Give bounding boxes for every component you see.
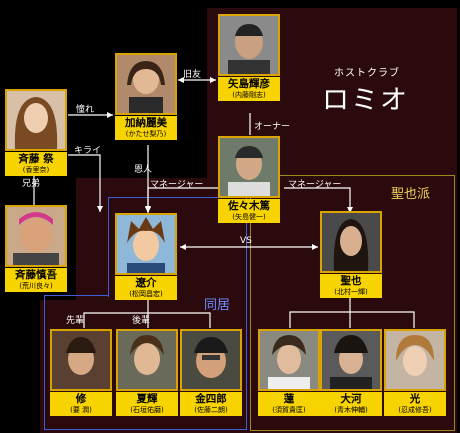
name-natsuki: 夏輝: [136, 393, 158, 405]
actor-shingo: (荒川良々): [19, 281, 53, 290]
label-owner: オーナー: [254, 122, 291, 132]
portrait-yajima: [218, 14, 280, 76]
portrait-kano: [115, 53, 177, 115]
portrait-ren: [258, 329, 320, 391]
label-kohai: 後輩: [132, 316, 151, 326]
person-ryosuke: 遼介(松岡昌宏): [115, 213, 177, 300]
portrait-osamu: [50, 329, 112, 391]
actor-natsuki: (石垣佑磨): [130, 405, 164, 414]
club-name: ロミオ: [322, 85, 409, 116]
portrait-ryosuke: [115, 213, 177, 275]
label-akogare: 憧れ: [76, 105, 95, 115]
person-kinshiro: 金四郎(佐藤二朗): [180, 329, 242, 416]
label-kyuyu: 旧友: [183, 70, 202, 80]
actor-taiga: (青木伸輔): [334, 405, 368, 414]
name-matsuri: 斉藤 祭: [18, 153, 54, 165]
person-kano: 加納麗美(かたせ梨乃): [115, 53, 177, 140]
name-sasaki: 佐々木篤: [228, 200, 270, 212]
actor-hikaru: (忍成修吾): [398, 405, 432, 414]
name-seiya: 聖也: [340, 275, 362, 287]
club-subtitle: ホストクラブ: [334, 68, 400, 79]
person-yajima: 矢島輝彦(内藤剛志): [218, 14, 280, 101]
actor-matsuri: (香里奈): [22, 165, 50, 174]
label-vs: VS: [240, 236, 252, 246]
dokyo-label: 同居: [204, 298, 231, 313]
actor-ren: (須賀貴匡): [272, 405, 306, 414]
portrait-sasaki: [218, 136, 280, 198]
name-ren: 蓮: [283, 393, 295, 405]
label-kirai: キライ: [74, 146, 102, 156]
portrait-hikaru: [384, 329, 446, 391]
name-yajima: 矢島輝彦: [228, 78, 270, 90]
actor-kano: (かたせ梨乃): [125, 129, 167, 138]
actor-seiya: (北村一輝): [334, 287, 368, 296]
person-seiya: 聖也(北村一輝): [320, 211, 382, 298]
name-shingo: 斉藤慎吾: [15, 269, 57, 281]
person-sasaki: 佐々木篤(矢島健一): [218, 136, 280, 223]
name-ryosuke: 遼介: [135, 277, 157, 289]
name-kinshiro: 金四郎: [195, 393, 227, 405]
portrait-shingo: [5, 205, 67, 267]
actor-ryosuke: (松岡昌宏): [129, 289, 163, 298]
portrait-natsuki: [116, 329, 178, 391]
name-kano: 加納麗美: [125, 117, 167, 129]
label-kyodai: 兄弟: [22, 179, 41, 189]
actor-yajima: (内藤剛志): [232, 90, 266, 99]
person-ren: 蓮(須賀貴匡): [258, 329, 320, 416]
name-hikaru: 光: [409, 393, 421, 405]
person-taiga: 大河(青木伸輔): [320, 329, 382, 416]
seiya-faction-label: 聖也派: [391, 187, 431, 202]
name-taiga: 大河: [340, 393, 362, 405]
label-manager-left: マネージャー: [150, 180, 204, 190]
person-natsuki: 夏輝(石垣佑磨): [116, 329, 178, 416]
person-osamu: 修(要 潤): [50, 329, 112, 416]
actor-sasaki: (矢島健一): [232, 212, 266, 221]
portrait-seiya: [320, 211, 382, 273]
portrait-matsuri: [5, 89, 67, 151]
actor-kinshiro: (佐藤二朗): [194, 405, 228, 414]
dokyo-group-top-edge: [44, 295, 109, 296]
label-onjin: 恩人: [134, 165, 153, 175]
portrait-kinshiro: [180, 329, 242, 391]
person-matsuri: 斉藤 祭(香里奈): [5, 89, 67, 176]
seiya-faction-box: [250, 175, 455, 431]
portrait-taiga: [320, 329, 382, 391]
label-manager-right: マネージャー: [288, 180, 342, 190]
person-hikaru: 光(忍成修吾): [384, 329, 446, 416]
dokyo-group-box-lower: [44, 295, 247, 430]
actor-osamu: (要 潤): [70, 405, 92, 414]
label-senpai: 先輩: [66, 316, 85, 326]
name-osamu: 修: [75, 393, 87, 405]
person-shingo: 斉藤慎吾(荒川良々): [5, 205, 67, 292]
